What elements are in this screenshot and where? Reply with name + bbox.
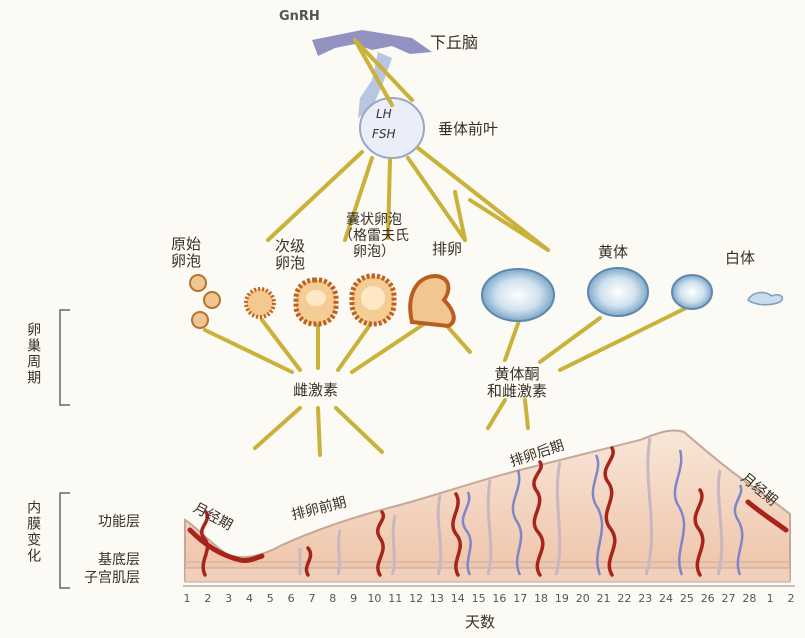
- primordial-follicles: [190, 275, 220, 328]
- x-axis-title: 天数: [465, 614, 495, 631]
- pathway-line: [488, 400, 505, 428]
- functional-layer-label: 功能层: [98, 514, 140, 530]
- progesterone-estrogen-label: 黄体酮 和雌激素: [487, 366, 547, 401]
- secondary-follicle: [246, 289, 274, 317]
- day-tick: 25: [680, 592, 694, 605]
- day-tick: 18: [534, 592, 548, 605]
- pathway-line: [318, 408, 320, 455]
- day-tick: 13: [430, 592, 444, 605]
- day-tick: 2: [204, 592, 211, 605]
- day-tick: 6: [288, 592, 295, 605]
- pathway-line: [255, 408, 300, 448]
- day-tick: 22: [617, 592, 631, 605]
- day-tick: 8: [329, 592, 336, 605]
- uterine-gland: [338, 530, 340, 575]
- lh-label: LH: [376, 108, 392, 122]
- regressing-corpus-luteum: [672, 275, 712, 309]
- day-tick: 9: [350, 592, 357, 605]
- fsh-label: FSH: [372, 128, 396, 142]
- day-tick: 23: [638, 592, 652, 605]
- day-tick: 3: [225, 592, 232, 605]
- pathway-line: [336, 408, 382, 452]
- primordial-follicle-label: 原始 卵泡: [171, 236, 201, 271]
- ovarian-cycle-label: 卵巢周期: [25, 322, 41, 386]
- graafian-follicle-antrum: [361, 286, 385, 310]
- pathway-line: [352, 320, 430, 372]
- day-tick: 24: [659, 592, 673, 605]
- day-tick: 7: [308, 592, 315, 605]
- uterine-gland: [392, 515, 395, 575]
- pituitary-label: 垂体前叶: [438, 121, 498, 138]
- ovulating-follicle: [410, 276, 454, 326]
- gnrh-label: GnRH: [279, 10, 320, 25]
- estrogen-label: 雌激素: [293, 382, 338, 399]
- day-tick: 11: [388, 592, 402, 605]
- day-tick: 15: [472, 592, 486, 605]
- day-tick: 12: [409, 592, 423, 605]
- day-tick: 27: [722, 592, 736, 605]
- growing-follicle-antrum: [306, 290, 326, 306]
- endometrium-label: 内膜变化: [25, 500, 41, 564]
- day-tick: 16: [492, 592, 506, 605]
- corpus-luteum: [588, 268, 648, 316]
- endometrium-bracket: [60, 493, 70, 588]
- day-tick: 28: [742, 592, 756, 605]
- day-tick: 21: [597, 592, 611, 605]
- day-tick: 1: [184, 592, 191, 605]
- pathway-line: [262, 320, 300, 370]
- day-tick: 2: [788, 592, 795, 605]
- graafian-follicle-label: 囊状卵泡 （格雷夫氏 卵泡）: [339, 212, 409, 260]
- day-tick: 4: [246, 592, 253, 605]
- secondary-follicle-label: 次级 卵泡: [275, 238, 305, 273]
- day-tick: 26: [701, 592, 715, 605]
- day-tick: 14: [451, 592, 465, 605]
- basal-layer-label: 基底层: [98, 552, 140, 568]
- primordial-follicle: [204, 292, 220, 308]
- day-tick: 1: [767, 592, 774, 605]
- day-tick: 10: [367, 592, 381, 605]
- pathway-line: [470, 200, 548, 250]
- day-tick: 20: [576, 592, 590, 605]
- primordial-follicle: [192, 312, 208, 328]
- day-tick: 17: [513, 592, 527, 605]
- myometrium-label: 子宫肌层: [84, 570, 140, 586]
- primordial-follicle: [190, 275, 206, 291]
- pathway-line: [525, 400, 528, 428]
- day-tick: 19: [555, 592, 569, 605]
- corpus-luteum-label: 黄体: [598, 244, 628, 261]
- pathway-line: [505, 318, 520, 360]
- ruptured-follicle: [482, 269, 554, 321]
- day-tick: 5: [267, 592, 274, 605]
- hypothalamus-shape: [312, 30, 432, 56]
- pathway-line: [205, 330, 292, 372]
- ovulation-label: 排卵: [432, 241, 462, 258]
- corpus-albicans-label: 白体: [725, 250, 755, 267]
- ovarian-bracket: [60, 310, 70, 405]
- day-axis: 1234567891011121314151617181920212223242…: [183, 592, 795, 608]
- hypothalamus-label: 下丘脑: [430, 34, 478, 52]
- corpus-albicans: [748, 293, 782, 305]
